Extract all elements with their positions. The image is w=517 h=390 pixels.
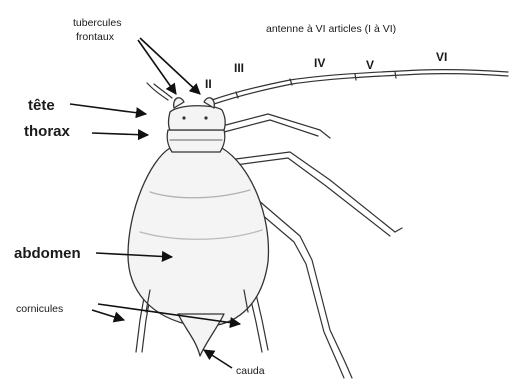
frontaux-label: frontaux (76, 31, 115, 43)
segment-label-iii: III (234, 61, 244, 75)
segment-label-iv: IV (314, 56, 325, 70)
label-tubercules-frontaux: tubercules frontaux (73, 17, 121, 43)
tete-label: tête (28, 97, 55, 114)
cauda-label: cauda (236, 365, 265, 377)
arrow-thorax (92, 133, 148, 135)
antenna-right (212, 70, 508, 104)
head-body (169, 106, 226, 130)
abdomen-label: abdomen (14, 245, 81, 262)
arrow-cornicule-left (92, 310, 124, 320)
segment-label-ii: II (205, 77, 212, 91)
antenne-label: antenne à VI articles (I à VI) (266, 23, 396, 35)
cornicules-label: cornicules (16, 303, 63, 315)
segment-label-vi: VI (436, 50, 447, 64)
arrow-cauda (204, 350, 232, 368)
abdomen-body (128, 148, 268, 326)
antenna-left (147, 83, 172, 100)
thorax-label: thorax (24, 123, 71, 140)
aphid-illustration (128, 70, 508, 378)
tubercules-label: tubercules (73, 17, 121, 29)
thorax-body (167, 130, 225, 152)
segment-label-v: V (366, 58, 374, 72)
arrow-tete (70, 104, 146, 114)
